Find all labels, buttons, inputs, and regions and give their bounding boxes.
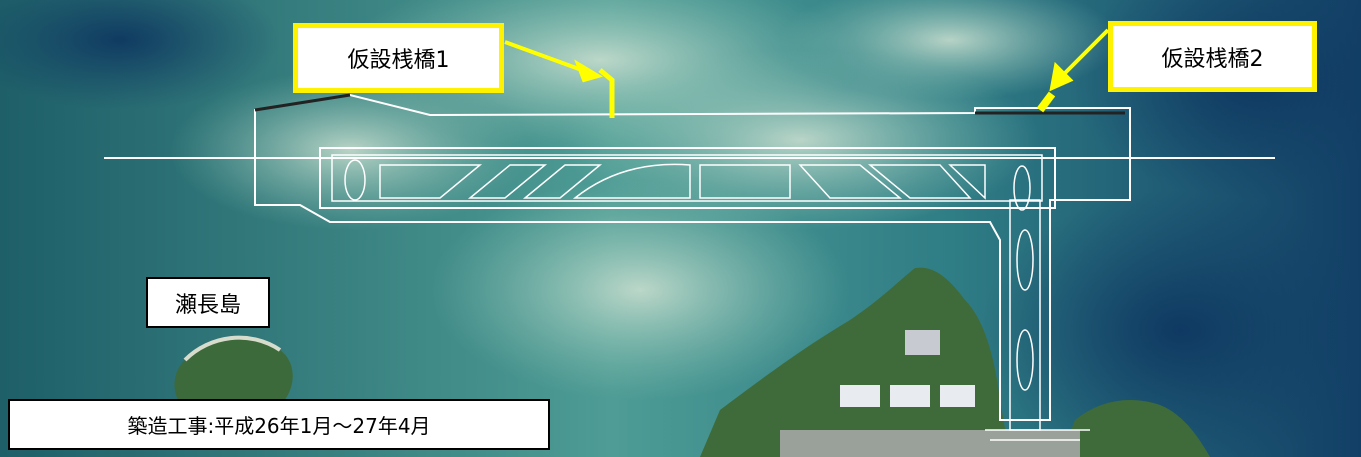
airport-apron [780, 430, 1080, 457]
leader-arrows [504, 28, 1110, 92]
reclamation-outline [254, 93, 1131, 421]
runway-frame [319, 147, 1056, 209]
seawall-segment [254, 93, 351, 112]
airport-land-east [1060, 400, 1210, 457]
deep-water-patch [0, 0, 280, 110]
temporary-bridge-1-structure [598, 68, 615, 118]
taxiway-loops [344, 159, 1031, 211]
airport-building [905, 330, 940, 355]
airport-land [700, 267, 1010, 457]
taxiway-frame [331, 154, 1043, 202]
senaga-island-label: 瀬長島 [146, 277, 270, 328]
deep-water-patch [980, 190, 1361, 457]
temporary-bridge-2-structure [1036, 91, 1056, 113]
airport-terminal [940, 385, 975, 407]
airport-terminal [890, 385, 930, 407]
temporary-bridge-1-label: 仮設桟橋1 [293, 23, 504, 93]
senaga-island-beach [183, 335, 282, 362]
connecting-taxiway [985, 199, 1090, 441]
reef-shallows [780, 0, 1120, 100]
airport-terminal [840, 385, 880, 407]
construction-period-label: 築造工事:平成26年1月～27年4月 [8, 399, 550, 450]
reef-shallows [430, 180, 850, 400]
temporary-bridge-2-label: 仮設桟橋2 [1108, 21, 1317, 92]
